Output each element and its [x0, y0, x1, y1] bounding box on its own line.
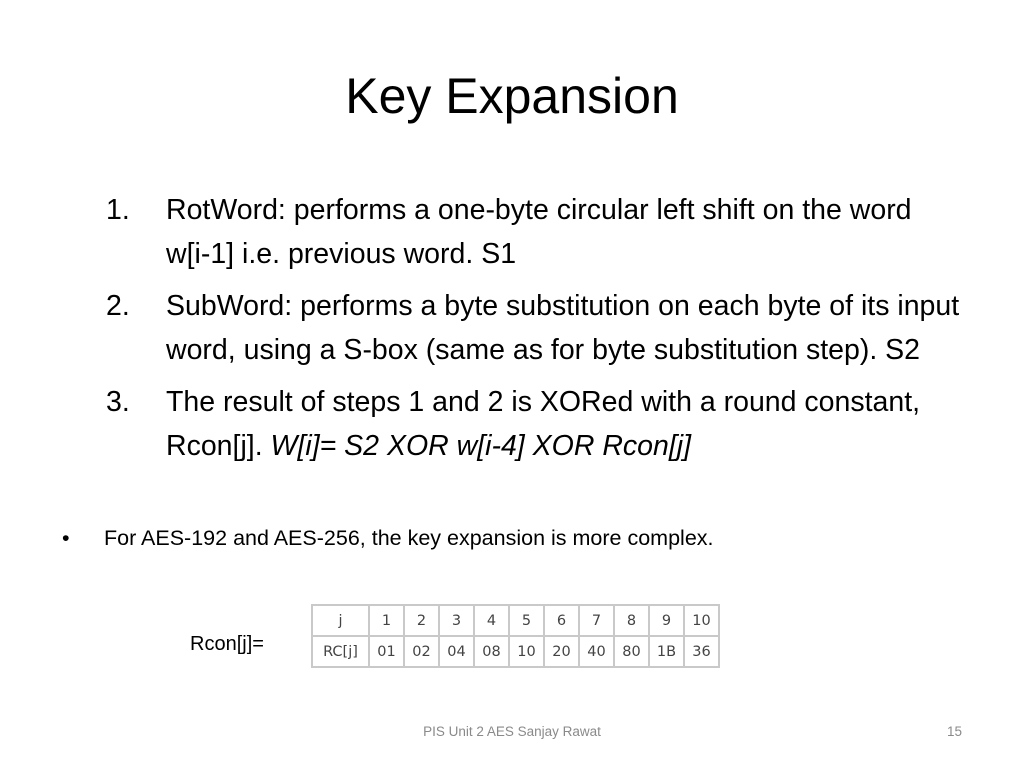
- page-number: 15: [946, 724, 962, 739]
- step-description: RotWord: performs a one-byte circular le…: [166, 194, 912, 270]
- step-text: RotWord: performs a one-byte circular le…: [166, 188, 961, 276]
- table-cell: 36: [683, 635, 720, 668]
- step-number: 2.: [106, 290, 130, 322]
- step-item: 3. The result of steps 1 and 2 is XORed …: [106, 380, 966, 468]
- step-text: The result of steps 1 and 2 is XORed wit…: [166, 380, 961, 468]
- table-cell: 1: [368, 604, 405, 637]
- table-cell: 9: [648, 604, 685, 637]
- aes-note-bullet: • For AES-192 and AES-256, the key expan…: [58, 522, 958, 554]
- table-cell: 01: [368, 635, 405, 668]
- table-cell: 1B: [648, 635, 685, 668]
- table-cell: 80: [613, 635, 650, 668]
- table-cell: 10: [508, 635, 545, 668]
- rcon-label: Rcon[j]=: [190, 633, 264, 655]
- table-cell: 6: [543, 604, 580, 637]
- table-cell: 04: [438, 635, 475, 668]
- step-item: 2. SubWord: performs a byte substitution…: [106, 284, 966, 372]
- table-cell: 3: [438, 604, 475, 637]
- step-description: SubWord: performs a byte substitution on…: [166, 290, 960, 366]
- table-cell: 20: [543, 635, 580, 668]
- table-cell: 8: [613, 604, 650, 637]
- table-cell: 7: [578, 604, 615, 637]
- slide-title: Key Expansion: [345, 68, 679, 124]
- footer-text: PIS Unit 2 AES Sanjay Rawat: [423, 724, 601, 739]
- step-text: SubWord: performs a byte substitution on…: [166, 284, 961, 372]
- table-cell: 02: [403, 635, 440, 668]
- table-cell: 08: [473, 635, 510, 668]
- bullet-text: For AES-192 and AES-256, the key expansi…: [104, 526, 714, 550]
- step-description: The result of steps 1 and 2 is XORed wit…: [166, 386, 921, 462]
- table-cell: 10: [683, 604, 720, 637]
- table-cell: 2: [403, 604, 440, 637]
- step-number: 3.: [106, 386, 130, 418]
- table-row-header: j: [311, 604, 370, 637]
- table-row-header: RC[j]: [311, 635, 370, 668]
- step-item: 1. RotWord: performs a one-byte circular…: [106, 188, 966, 276]
- key-expansion-steps: 1. RotWord: performs a one-byte circular…: [106, 188, 966, 476]
- table-cell: 40: [578, 635, 615, 668]
- table-cell: 5: [508, 604, 545, 637]
- step-formula: W[i]= S2 XOR w[i-4] XOR Rcon[j]: [270, 430, 692, 462]
- step-number: 1.: [106, 194, 130, 226]
- table-cell: 4: [473, 604, 510, 637]
- bullet-icon: •: [62, 526, 70, 550]
